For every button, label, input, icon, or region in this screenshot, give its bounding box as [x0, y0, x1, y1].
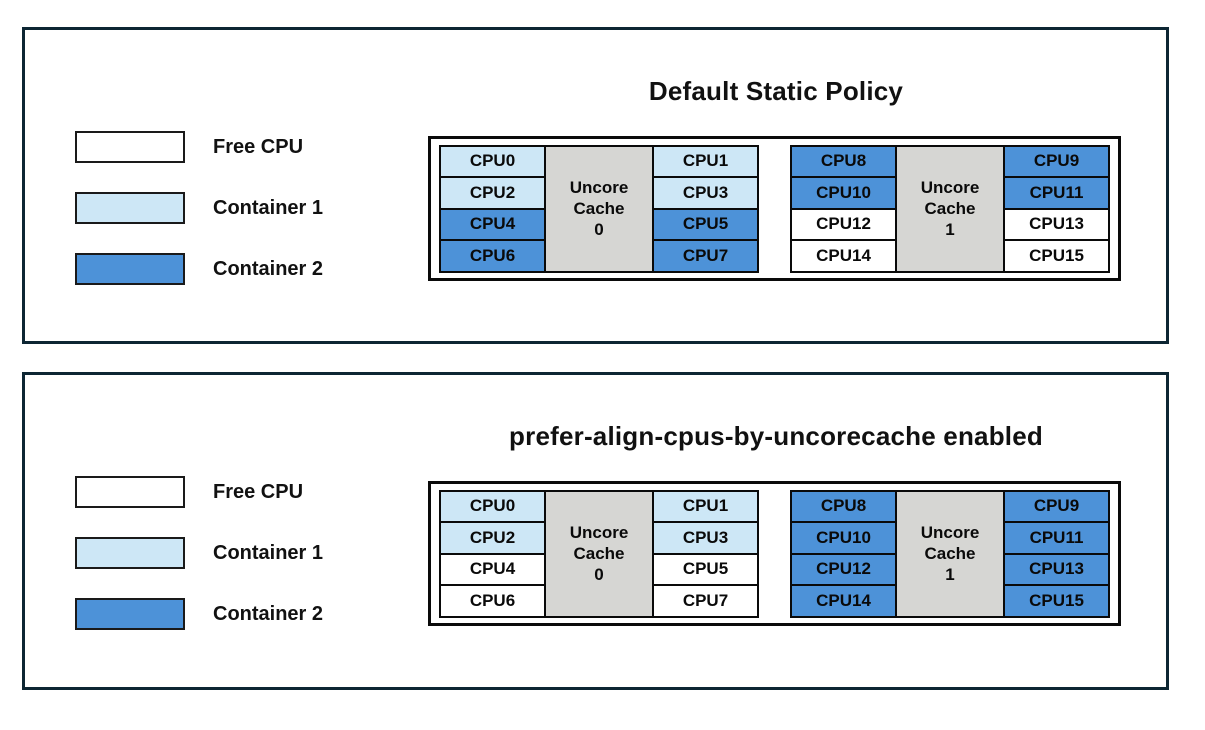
cpu-cell: CPU0 [439, 144, 546, 178]
cpu-cell: CPU2 [439, 176, 546, 210]
uncore-group-1: CPU8 CPU10 CPU12 CPU14 Uncore Cache 1 CP… [790, 144, 1110, 273]
panel-title: prefer-align-cpus-by-uncorecache enabled [509, 421, 1043, 451]
cpu-cell: CPU11 [1003, 176, 1110, 210]
cache-label-line: Cache [924, 199, 976, 218]
cache-label-line: Uncore [569, 523, 629, 542]
cpu-cell: CPU10 [790, 521, 897, 555]
cpu-cell: CPU14 [790, 584, 897, 618]
cpu-cell: CPU8 [790, 144, 897, 178]
cpu-cell: CPU1 [652, 144, 759, 178]
legend-swatch-container-1 [75, 192, 185, 224]
cache-label-line: Uncore [920, 178, 980, 197]
panel-title: Default Static Policy [648, 76, 904, 106]
cpu-column-left: CPU8 CPU10 CPU12 CPU14 [790, 489, 897, 618]
uncore-group-1: CPU8 CPU10 CPU12 CPU14 Uncore Cache 1 CP… [790, 489, 1110, 618]
cpu-cell: CPU4 [439, 552, 546, 586]
cpu-cell: CPU1 [652, 489, 759, 523]
cpu-cell: CPU13 [1003, 207, 1110, 241]
cpu-cell: CPU15 [1003, 239, 1110, 273]
cpu-cell: CPU3 [652, 176, 759, 210]
legend: Free CPU Container 1 Container 2 [75, 476, 323, 659]
cpu-cell: CPU7 [652, 239, 759, 273]
legend-swatch-container-2 [75, 598, 185, 630]
cpu-cell: CPU7 [652, 584, 759, 618]
legend-item-container-1: Container 1 [75, 192, 323, 224]
legend-item-free-cpu: Free CPU [75, 131, 323, 163]
cpu-cell: CPU6 [439, 584, 546, 618]
cache-label-line: 0 [594, 565, 604, 584]
legend-item-free-cpu: Free CPU [75, 476, 323, 508]
cpu-column-left: CPU8 CPU10 CPU12 CPU14 [790, 144, 897, 273]
cpu-cell: CPU9 [1003, 144, 1110, 178]
cpu-column-right: CPU1 CPU3 CPU5 CPU7 [652, 144, 759, 273]
cpu-diagram: CPU0 CPU2 CPU4 CPU6 Uncore Cache 0 CPU1 … [428, 136, 1121, 281]
uncore-cache-1-box: Uncore Cache 1 [895, 144, 1005, 273]
cpu-cell: CPU15 [1003, 584, 1110, 618]
cpu-diagram: CPU0 CPU2 CPU4 CPU6 Uncore Cache 0 CPU1 … [428, 481, 1121, 626]
cpu-column-left: CPU0 CPU2 CPU4 CPU6 [439, 489, 546, 618]
cache-label-line: Uncore [569, 178, 629, 197]
cache-label-line: 0 [594, 220, 604, 239]
legend-label: Container 2 [213, 602, 324, 625]
cpu-cell: CPU13 [1003, 552, 1110, 586]
cpu-column-left: CPU0 CPU2 CPU4 CPU6 [439, 144, 546, 273]
cpu-cell: CPU3 [652, 521, 759, 555]
cpu-cell: CPU11 [1003, 521, 1110, 555]
panel-default-static-policy: Default Static Policy Free CPU Container… [22, 27, 1169, 344]
uncore-cache-0-box: Uncore Cache 0 [544, 144, 654, 273]
legend-label: Container 1 [213, 196, 324, 219]
cpu-column-right: CPU9 CPU11 CPU13 CPU15 [1003, 144, 1110, 273]
panel-prefer-align-cpus-by-uncorecache: prefer-align-cpus-by-uncorecache enabled… [22, 372, 1169, 690]
legend-swatch-free [75, 476, 185, 508]
legend-label: Free CPU [213, 480, 304, 503]
legend-label: Container 1 [213, 541, 324, 564]
cpu-cell: CPU12 [790, 552, 897, 586]
cpu-column-right: CPU9 CPU11 CPU13 CPU15 [1003, 489, 1110, 618]
cpu-cell: CPU12 [790, 207, 897, 241]
cache-label-line: Uncore [920, 523, 980, 542]
legend-swatch-container-1 [75, 537, 185, 569]
cache-label-line: Cache [573, 199, 625, 218]
uncore-group-0: CPU0 CPU2 CPU4 CPU6 Uncore Cache 0 CPU1 … [439, 489, 759, 618]
cache-label-line: Cache [573, 544, 625, 563]
cache-label-line: 1 [945, 565, 955, 584]
legend-label: Container 2 [213, 257, 324, 280]
cpu-cell: CPU8 [790, 489, 897, 523]
legend-swatch-container-2 [75, 253, 185, 285]
cpu-cell: CPU4 [439, 207, 546, 241]
cpu-cell: CPU2 [439, 521, 546, 555]
legend-item-container-2: Container 2 [75, 598, 323, 630]
cpu-column-right: CPU1 CPU3 CPU5 CPU7 [652, 489, 759, 618]
uncore-cache-1-box: Uncore Cache 1 [895, 489, 1005, 618]
legend: Free CPU Container 1 Container 2 [75, 131, 323, 314]
cache-label-line: Cache [924, 544, 976, 563]
legend-item-container-1: Container 1 [75, 537, 323, 569]
cpu-cell: CPU9 [1003, 489, 1110, 523]
legend-swatch-free [75, 131, 185, 163]
cpu-cell: CPU14 [790, 239, 897, 273]
cache-label-line: 1 [945, 220, 955, 239]
cpu-cell: CPU6 [439, 239, 546, 273]
cpu-cell: CPU0 [439, 489, 546, 523]
uncore-cache-0-box: Uncore Cache 0 [544, 489, 654, 618]
uncore-group-0: CPU0 CPU2 CPU4 CPU6 Uncore Cache 0 CPU1 … [439, 144, 759, 273]
cpu-cell: CPU10 [790, 176, 897, 210]
cpu-cell: CPU5 [652, 552, 759, 586]
cpu-cell: CPU5 [652, 207, 759, 241]
legend-label: Free CPU [213, 135, 304, 158]
legend-item-container-2: Container 2 [75, 253, 323, 285]
